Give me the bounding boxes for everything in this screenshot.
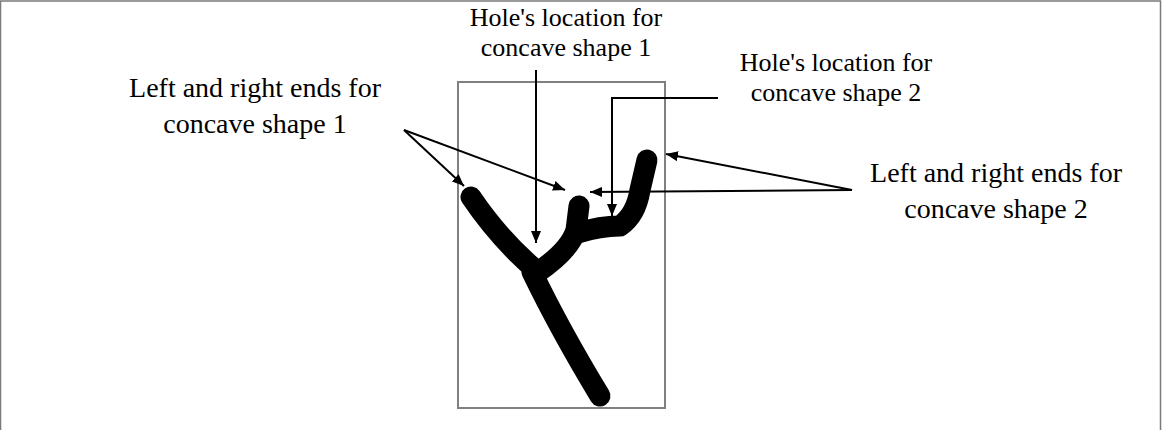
leader-arrow [612, 98, 718, 216]
handwritten-character [471, 160, 647, 396]
annotation-label: Hole's location for concave shape 2 [716, 48, 956, 108]
leader-arrow [404, 130, 464, 186]
stem-stroke [532, 272, 600, 396]
annotation-label: Left and right ends for concave shape 2 [841, 155, 1151, 227]
left-arm-stroke [471, 197, 538, 272]
leader-arrow [404, 130, 565, 190]
annotation-label: Left and right ends for concave shape 1 [100, 70, 410, 142]
bounding-box [458, 82, 665, 408]
annotation-label: Hole's location for concave shape 1 [446, 3, 686, 63]
leader-arrow [666, 154, 852, 190]
leader-arrow [590, 190, 852, 192]
leader-arrow [535, 70, 537, 243]
